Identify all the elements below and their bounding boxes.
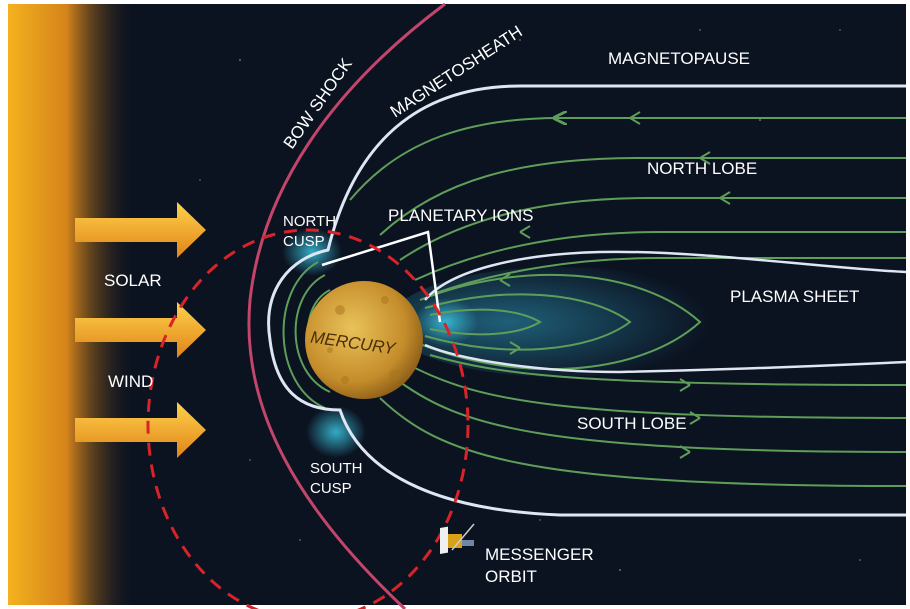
sun xyxy=(8,4,138,605)
south-cusp-glow xyxy=(306,406,366,458)
north-cusp-label-line2: CUSP xyxy=(283,233,325,250)
solar-wind-arrows xyxy=(75,202,206,458)
south-lobe-label: SOUTH LOBE xyxy=(577,414,687,433)
plasma-sheet-boundary xyxy=(424,250,907,301)
north-lobe-label: NORTH LOBE xyxy=(647,159,757,178)
plasma-sheet-boundary-lower xyxy=(424,343,907,374)
messenger-label-line1: MESSENGER xyxy=(485,545,594,564)
north-lobe-field-lines xyxy=(349,112,906,296)
mercury-craters xyxy=(327,296,401,384)
solar-wind-arrow-icon xyxy=(75,302,206,358)
messenger-label-line2: ORBIT xyxy=(485,567,537,586)
plasma-sheet-label: PLASMA SHEET xyxy=(730,287,859,306)
plasma-sheet-field-lines xyxy=(419,273,702,371)
messenger-orbit xyxy=(146,228,470,609)
stars xyxy=(199,29,861,571)
plasma-sheet-glow xyxy=(390,267,730,377)
north-cusp-label-line1: NORTH xyxy=(283,213,336,230)
planetary-ions-glow xyxy=(414,298,478,346)
magnetopause-line xyxy=(267,84,906,517)
planetary-ions-label: PLANETARY IONS xyxy=(388,206,534,225)
south-cusp-label-line2: CUSP xyxy=(310,480,352,497)
solar-wind-arrow-icon xyxy=(75,202,206,258)
solar-wind-arrow-icon xyxy=(75,402,206,458)
planetary-ions-pointer xyxy=(321,230,442,323)
magnetopause-label: MAGNETOPAUSE xyxy=(608,49,750,68)
messenger-spacecraft-icon xyxy=(440,523,475,554)
south-lobe-field-lines xyxy=(379,354,907,487)
bow-shock-line xyxy=(247,2,446,609)
solar-label: SOLAR xyxy=(104,271,162,290)
south-cusp-label-line1: SOUTH xyxy=(310,460,363,477)
wind-label: WIND xyxy=(108,372,153,391)
